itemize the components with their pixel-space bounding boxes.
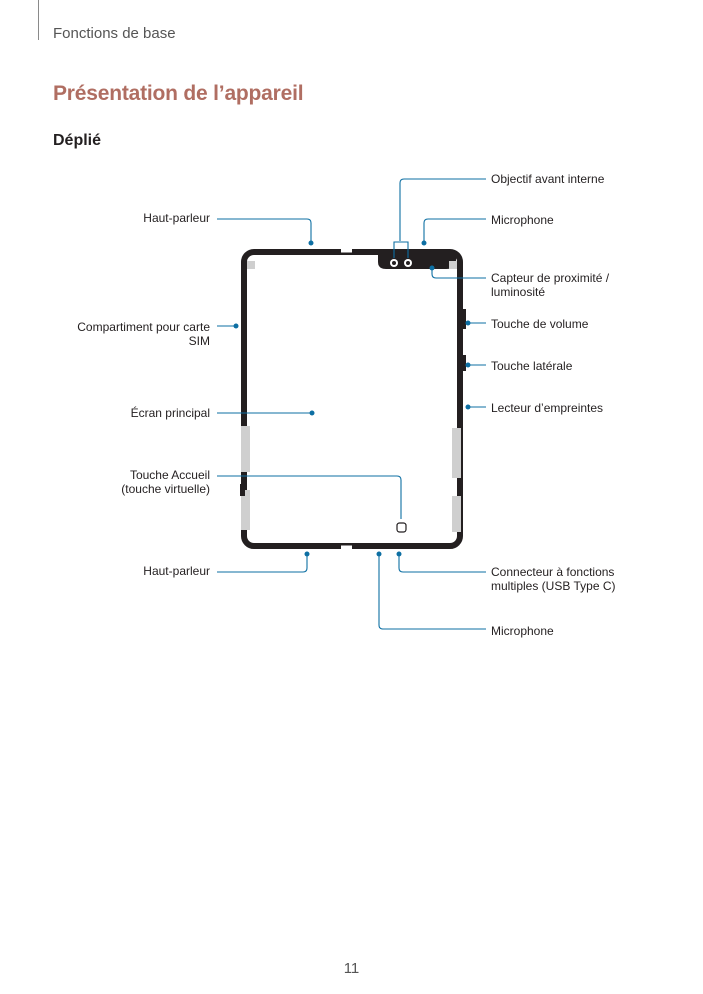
section-header: Fonctions de base (53, 25, 176, 42)
label-microphone-bottom: Microphone (491, 624, 554, 638)
margin-rule (38, 0, 39, 40)
label-home-line1: Touche Accueil (129, 468, 210, 482)
label-speaker-top: Haut-parleur (143, 211, 210, 225)
sim-tray (240, 484, 245, 496)
section-subtitle: Déplié (53, 132, 102, 149)
device-outline (240, 245, 466, 553)
label-proximity-line2: luminosité (491, 285, 546, 299)
label-usb-line1: Connecteur à fonctions (491, 565, 615, 579)
page-title: Présentation de l’appareil (53, 82, 304, 105)
label-home-line2: (touche virtuelle) (121, 482, 210, 496)
callout-lines (217, 178, 486, 630)
camera-notch (378, 252, 456, 269)
label-sim-tray: Compartiment pour carte SIM (77, 320, 210, 348)
label-speaker-bottom: Haut-parleur (143, 564, 210, 578)
label-volume-key: Touche de volume (491, 317, 589, 331)
label-proximity-line1: Capteur de proximité / (491, 271, 610, 285)
label-proximity-sensor: Capteur de proximité / luminosité (491, 271, 609, 299)
label-usb-connector: Connecteur à fonctions multiples (USB Ty… (491, 565, 615, 593)
callout-dots (233, 240, 471, 557)
label-sim-line1: Compartiment pour carte (77, 320, 210, 334)
home-key-icon (396, 522, 407, 533)
label-fingerprint-reader: Lecteur d’empreintes (491, 401, 604, 415)
label-microphone-top: Microphone (491, 213, 554, 227)
label-side-key: Touche latérale (491, 359, 573, 373)
label-front-camera: Objectif avant interne (491, 172, 605, 186)
label-main-screen: Écran principal (130, 406, 210, 420)
label-usb-line2: multiples (USB Type C) (491, 579, 616, 593)
label-home-key: Touche Accueil (touche virtuelle) (121, 468, 210, 496)
page-number: 11 (343, 960, 360, 977)
label-sim-line2: SIM (188, 334, 210, 348)
volume-key (462, 309, 466, 329)
side-key (462, 355, 466, 371)
